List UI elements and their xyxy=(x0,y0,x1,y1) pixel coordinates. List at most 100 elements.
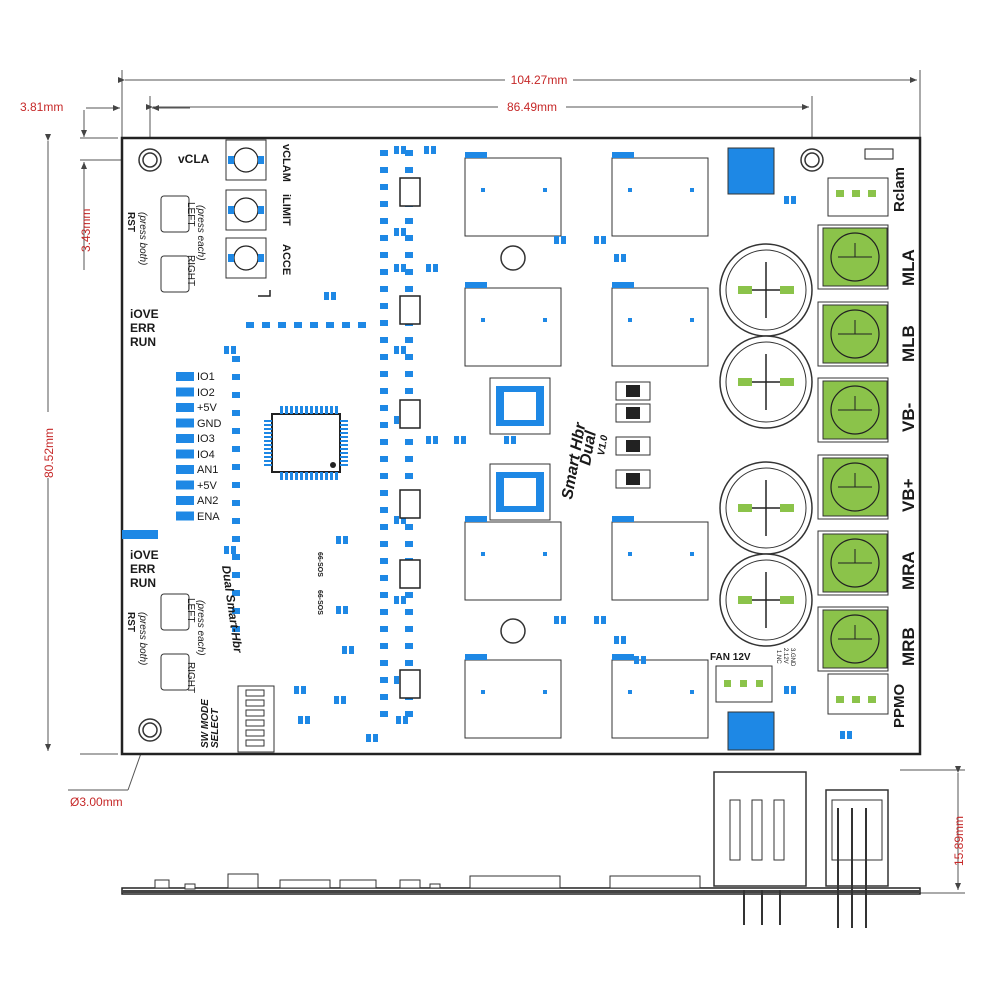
smd-pad xyxy=(601,616,606,624)
trimmer-pad xyxy=(228,156,234,164)
via-pad xyxy=(405,371,413,377)
mosfet-dot xyxy=(690,188,694,192)
smd-pad xyxy=(561,236,566,244)
mosfet-tab xyxy=(465,516,487,522)
smd-pad xyxy=(511,436,516,444)
smd-pad xyxy=(231,546,236,554)
smd-pad xyxy=(426,436,431,444)
connector-pin xyxy=(724,680,731,687)
via-pad xyxy=(380,592,388,598)
mcu-pin xyxy=(300,406,303,414)
pcb-components xyxy=(122,139,894,753)
sw-mode-labels: SW MODE SELECT xyxy=(200,699,221,748)
smd-pad xyxy=(791,686,796,694)
smd-pad xyxy=(331,292,336,300)
mcu-pin xyxy=(310,472,313,480)
smd-pad xyxy=(401,516,406,524)
smd-pad xyxy=(401,346,406,354)
smd-pad xyxy=(401,596,406,604)
profile-connector-inner xyxy=(831,799,883,861)
push-button xyxy=(160,195,190,233)
soic-chip xyxy=(399,669,421,699)
via-pad xyxy=(405,643,413,649)
mcu-pin1 xyxy=(330,462,336,468)
via-pad xyxy=(232,554,240,560)
capacitor-pad xyxy=(738,378,752,386)
terminal-screw xyxy=(830,232,880,282)
terminal-label-mla: MLA xyxy=(899,249,918,286)
via-pad xyxy=(310,322,318,328)
via-pad xyxy=(380,337,388,343)
smd-pad xyxy=(561,616,566,624)
profile-component xyxy=(469,875,561,889)
mcu-pin xyxy=(340,464,348,466)
terminal-label-mra: MRA xyxy=(899,551,918,590)
inductor-core xyxy=(504,478,536,506)
trimmer-pad xyxy=(228,254,234,262)
smd-pad xyxy=(594,616,599,624)
via-pad xyxy=(232,392,240,398)
via-pad xyxy=(380,439,388,445)
profile-cap-lead xyxy=(729,799,741,861)
diode-core xyxy=(626,407,640,419)
smd-pad xyxy=(601,236,606,244)
terminal-screw xyxy=(830,385,880,435)
overall-height-label: 80.52mm xyxy=(42,428,56,478)
smd-pad xyxy=(394,146,399,154)
via-pad xyxy=(405,218,413,224)
sw-mode-label: SW MODE xyxy=(200,699,211,748)
mosfet-dot xyxy=(690,552,694,556)
soic-chip xyxy=(399,489,421,519)
mcu-pin xyxy=(264,448,272,450)
connector-pin xyxy=(836,696,844,703)
smd-pad xyxy=(621,254,626,262)
smd-pad xyxy=(336,606,341,614)
mcu-pin xyxy=(310,406,313,414)
via-pad xyxy=(405,252,413,258)
via-pad xyxy=(405,711,413,717)
via-pad xyxy=(380,626,388,632)
mcu-pin xyxy=(340,460,348,462)
io-pin-label: IO3 xyxy=(197,433,215,445)
dip-lever xyxy=(245,709,265,717)
mosfet-dot xyxy=(690,318,694,322)
upper-rst-label: RST xyxy=(125,212,136,232)
smd-pad xyxy=(349,646,354,654)
io-pad xyxy=(176,511,194,521)
via-pad xyxy=(405,388,413,394)
smd-pad xyxy=(554,616,559,624)
io-pad xyxy=(176,496,194,505)
via-pad xyxy=(380,201,388,207)
terminal-screw xyxy=(830,538,880,588)
lower-left-label: LEFT xyxy=(185,598,196,622)
via-pad xyxy=(380,711,388,717)
version-label: V1.0 xyxy=(596,434,610,457)
capacitor-pad xyxy=(780,378,794,386)
via-pad xyxy=(380,354,388,360)
mcu-pin xyxy=(285,472,288,480)
io-pin-label: IO1 xyxy=(197,371,215,383)
via-pad xyxy=(380,456,388,462)
via-pad xyxy=(380,643,388,649)
terminal-label-mlb: MLB xyxy=(899,325,918,362)
hole-offset-x-label: 3.81mm xyxy=(20,100,63,114)
mosfet-dot xyxy=(543,318,547,322)
smd-pad xyxy=(461,436,466,444)
diode-label: 66-SOS xyxy=(316,552,323,577)
via-pad xyxy=(380,660,388,666)
via-pad xyxy=(405,626,413,632)
lower-rst-label: RST xyxy=(125,612,136,632)
trimmer-labels: vCLAM iLIMIT ACCE xyxy=(280,144,292,275)
mcu-pin xyxy=(335,406,338,414)
via-pad xyxy=(232,374,240,380)
mosfet-tab xyxy=(612,654,634,660)
mosfet-dot xyxy=(690,690,694,694)
mcu-pin xyxy=(315,406,318,414)
capacitor-pad xyxy=(780,286,794,294)
mosfet-tab xyxy=(612,516,634,522)
via-pad xyxy=(294,322,302,328)
mosfet-dot xyxy=(481,552,485,556)
via-pad xyxy=(380,507,388,513)
terminal-screw xyxy=(830,462,880,512)
